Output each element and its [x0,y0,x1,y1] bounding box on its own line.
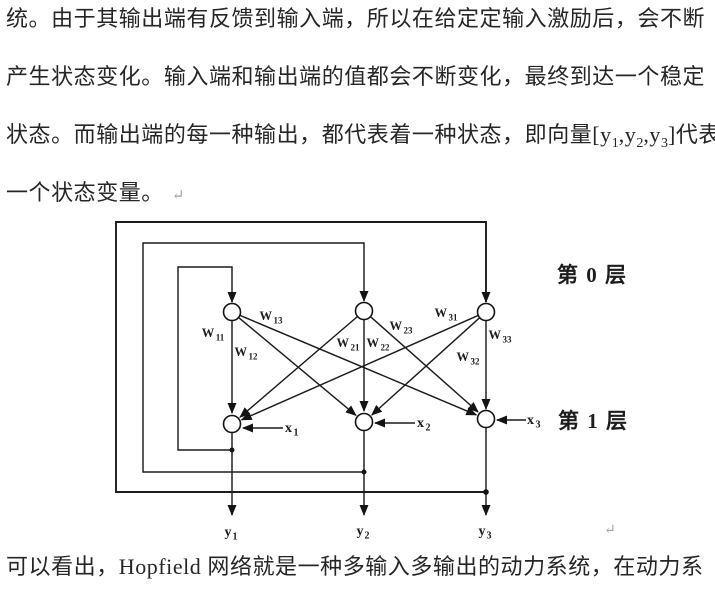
weight-line-w12 [238,316,357,416]
neuron-bottom-1 [222,414,242,434]
junction-dot-3 [483,489,489,495]
neuron-nodes [222,301,496,434]
layer-0-label: 第 0 层 [557,263,628,287]
text-segment: 一个状态变量。 [6,180,164,205]
feedback-loops [115,221,491,493]
output-labels: y1 y2 y3 [225,524,492,543]
junction-dot-1 [229,447,235,453]
text-segment: ,y [618,122,637,147]
layer-1-label: 第 1 层 [558,409,629,433]
weight-connections [227,314,491,421]
output-label-y2: y2 [357,524,370,542]
weight-line-w31 [240,314,479,421]
neuron-bottom-2 [354,412,374,432]
text-line-2: 产生状态变化。输入端和输出端的值都会不断变化，最终到达一个稳定 [6,64,706,89]
vector-subscript-1: 1 [611,136,619,151]
text-line-3: 状态。而输出端的每一种输出，都代表着一种状态，即向量[y1,y2,y3]代表 [6,120,715,159]
weight-line-w13 [239,314,478,416]
weight-line-w23 [369,316,479,413]
feedback-loop-3 [115,221,491,493]
input-arrows [242,415,526,433]
feedback-loop-2 [142,242,369,473]
output-label-y1: y1 [225,525,238,543]
junction-dot-2 [361,469,367,475]
vector-subscript-2: 2 [636,136,644,151]
text-line-footer: 可以看出，Hopfield 网络就是一种多输入多输出的动力系统，在动力系 [6,554,704,579]
text-segment: ,y [643,122,661,147]
vector-subscript-3: 3 [660,136,668,151]
text-line-1: 统。由于其输出端有反馈到输入端，所以在给定定输入激励后，会不断 [6,6,706,31]
text-segment: ]代表 [667,122,715,147]
output-label-y3: y3 [479,524,492,542]
neuron-top-2 [354,301,374,321]
text-segment: 状态。而输出端的每一种输出，都代表着一种状态，即向量[y [6,122,612,147]
figure-return-mark-icon: ↵ [604,523,616,538]
neuron-top-3 [476,302,496,322]
weight-line-w21 [239,315,358,418]
neuron-top-1 [222,302,242,322]
text-line-4: 一个状态变量。 ↵ [6,178,709,211]
neuron-bottom-3 [476,409,496,429]
paragraph-return-mark-icon: ↵ [171,188,185,204]
weight-line-w32 [371,317,481,416]
feedback-loop-1 [177,266,237,451]
